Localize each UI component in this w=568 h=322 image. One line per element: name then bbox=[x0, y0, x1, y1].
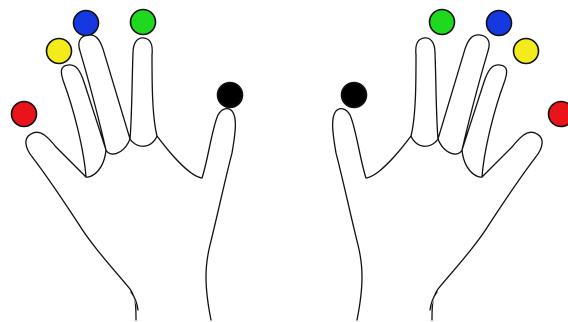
left-middle-dot bbox=[74, 11, 99, 36]
right-middle-dot bbox=[487, 11, 512, 36]
left-finger-dots bbox=[12, 10, 243, 127]
left-hand bbox=[26, 35, 236, 320]
right-hand-outline bbox=[333, 35, 543, 320]
left-pinky-dot bbox=[12, 102, 37, 127]
right-index-dot bbox=[430, 10, 455, 35]
left-hand-outline bbox=[26, 35, 236, 320]
right-ring-dot bbox=[514, 39, 539, 64]
left-ring-dot bbox=[47, 39, 72, 64]
right-pinky-dot bbox=[549, 102, 568, 127]
right-hand bbox=[333, 35, 543, 320]
left-thumb-dot bbox=[218, 83, 243, 108]
left-index-dot bbox=[131, 10, 156, 35]
right-thumb-dot bbox=[342, 83, 367, 108]
